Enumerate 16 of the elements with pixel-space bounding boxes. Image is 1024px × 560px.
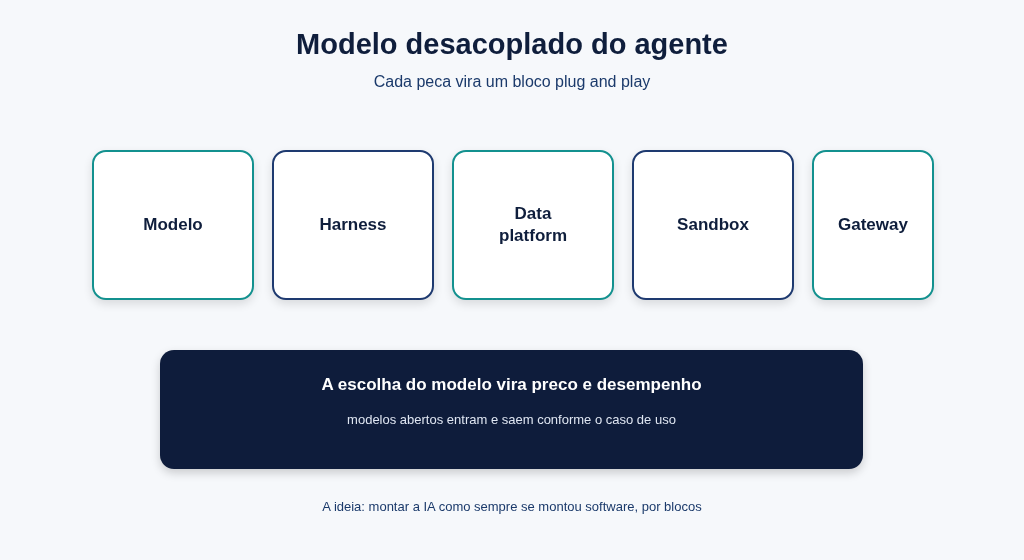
- component-card: [632, 150, 794, 300]
- card-title: Sandbox: [676, 214, 750, 236]
- card-title: Harness: [318, 214, 388, 236]
- panel-text: modelos abertos entram e saem conforme o caso de uso: [346, 411, 677, 429]
- card-title: Data platform: [498, 203, 568, 247]
- component-card: [812, 150, 934, 300]
- card-title: Modelo: [142, 214, 204, 236]
- footer-note: A ideia: montar a IA como sempre se montou software, por blocos: [321, 499, 703, 514]
- component-card: [452, 150, 614, 300]
- panel-heading: A escolha do modelo vira preco e desempenho: [320, 375, 703, 395]
- component-card: [272, 150, 434, 300]
- subtitle: Cada peca vira um bloco plug and play: [372, 73, 652, 91]
- card-title: Gateway: [837, 214, 909, 236]
- component-card: [92, 150, 254, 300]
- highlight-panel: [160, 350, 863, 469]
- diagram-title: Modelo desacoplado do agente: [295, 28, 729, 61]
